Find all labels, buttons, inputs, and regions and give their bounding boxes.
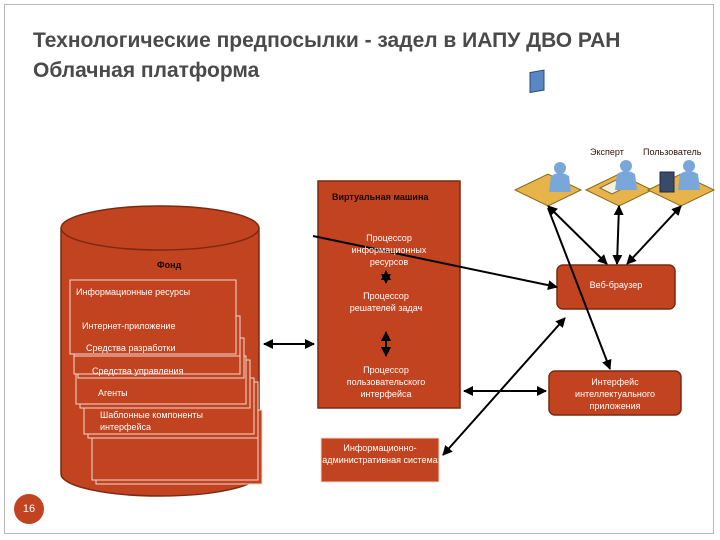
ias-box	[320, 437, 440, 483]
workstation-icon	[513, 69, 583, 207]
fond-sheets	[69, 279, 263, 485]
title-line-2: Облачная платформа	[33, 59, 260, 82]
connector-arrows	[263, 205, 682, 456]
title-line-1: Технологические предпосылки - задел в ИА…	[33, 29, 621, 52]
workstation-icon	[646, 160, 716, 207]
vm-block-ui: Процессор пользовательского интерфейса	[346, 365, 426, 399]
sheet-management-tools: Средства управления	[92, 366, 184, 376]
ias-label: Информационно-административная система	[322, 443, 438, 465]
user-label: Пользователь	[643, 147, 702, 157]
intel-ui-label: Интерфейс интеллектуального приложения	[575, 377, 655, 411]
expert-label: Эксперт	[590, 147, 624, 157]
vm-box	[317, 180, 461, 409]
slide-frame	[4, 4, 714, 534]
browser-label: Веб-браузер	[589, 280, 643, 290]
workstation-icon	[584, 160, 654, 207]
fond-label: Фонд	[157, 260, 182, 270]
slide-title: Технологические предпосылки - задел в ИА…	[33, 26, 620, 86]
sheet-ui-templates: Шаблонные компоненты интерфейса	[100, 410, 203, 432]
vm-block-solvers: Процессор решателей задач	[349, 291, 423, 313]
page-number-badge: 16	[14, 494, 44, 524]
vm-label: Виртуальная машина	[332, 192, 429, 202]
sheet-info-resources: Информационные ресурсы	[76, 287, 191, 297]
vm-block-info: Процессор информационных ресурсов	[351, 233, 427, 267]
sheet-internet-app: Интернет-приложение	[82, 321, 176, 331]
sheet-dev-tools: Средства разработки	[86, 343, 176, 353]
sheet-agents: Агенты	[98, 388, 128, 398]
